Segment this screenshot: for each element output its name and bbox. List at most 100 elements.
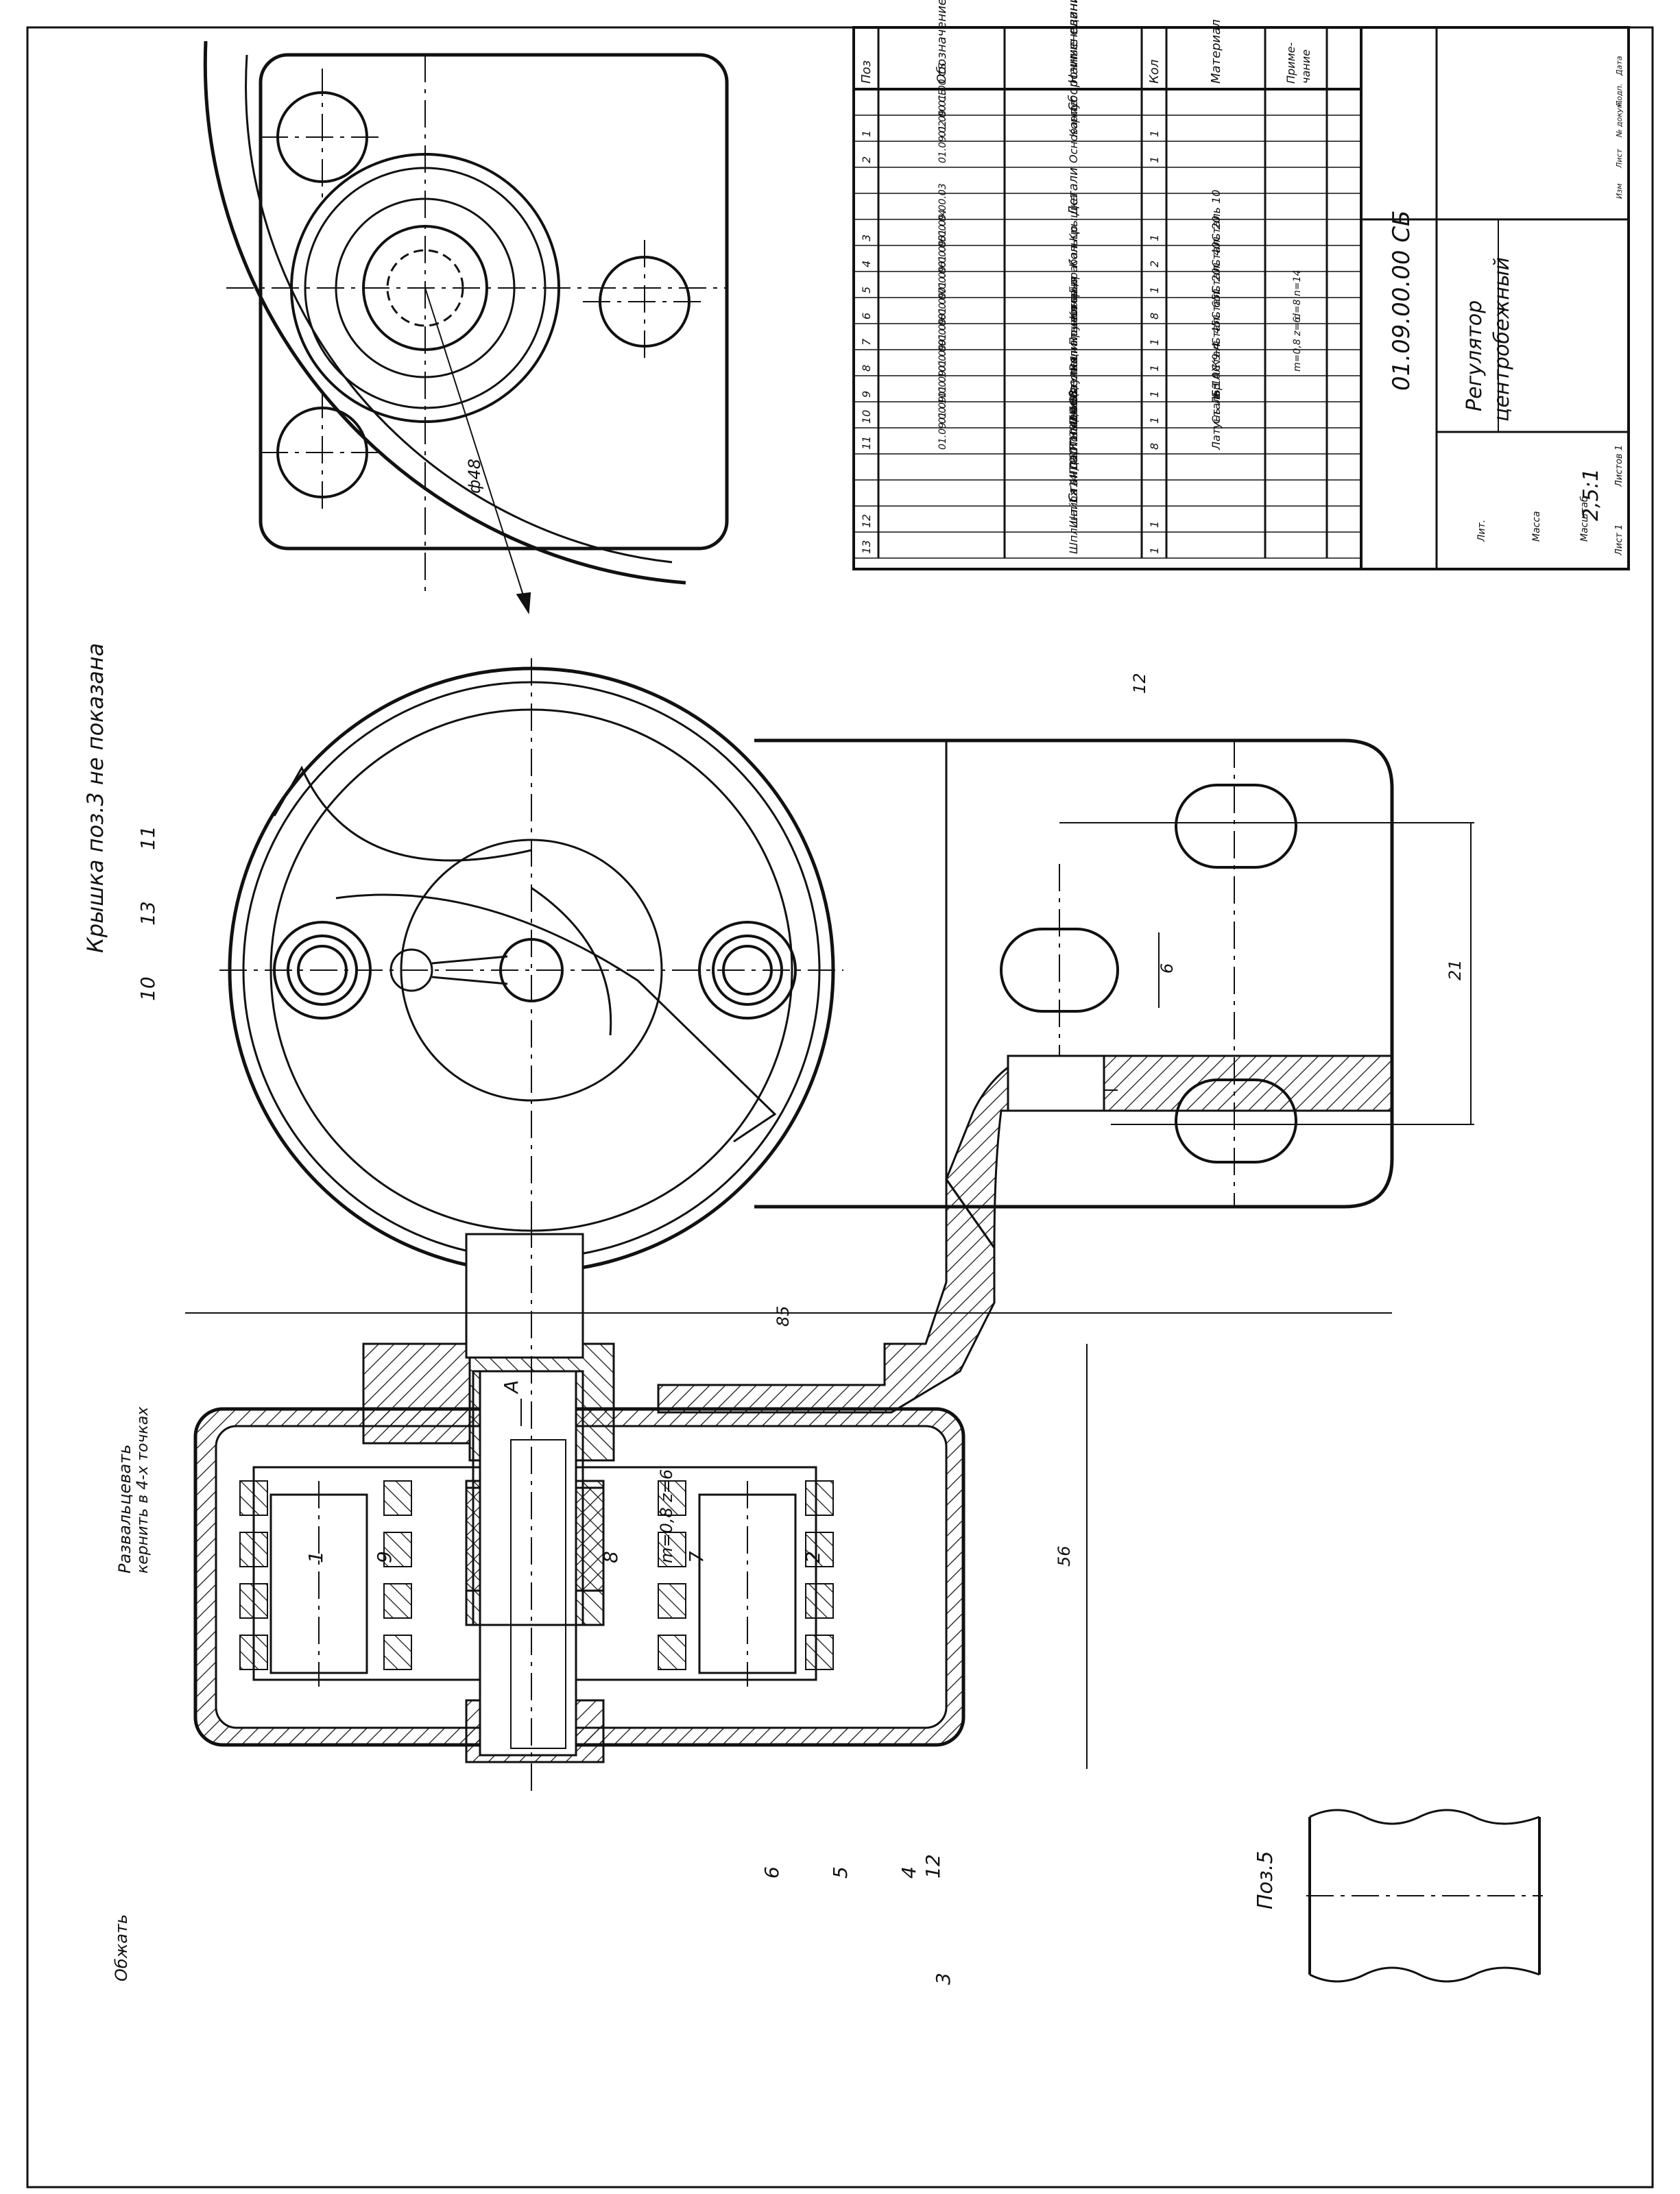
leader-9: 9 bbox=[373, 1551, 396, 1563]
spec-cell-pos: 4 bbox=[860, 261, 873, 267]
spec-section-details: Детали bbox=[1066, 167, 1081, 216]
title-sign-label: Подп. bbox=[1615, 84, 1624, 106]
spec-cell-pos: 6 bbox=[860, 313, 873, 320]
razvalts-label-2: кернить в 4-х точках bbox=[134, 1406, 152, 1574]
spec-cell-qty: 1 bbox=[1148, 339, 1161, 346]
spec-cell-name: Шплинт 1×14 ГОСТ 397-66 bbox=[1067, 399, 1080, 554]
spec-cell-code: 01.09.00.04 bbox=[937, 209, 948, 267]
title-scale-label: Масштаб bbox=[1579, 496, 1590, 542]
spec-cell-material: Сталь 65Г bbox=[1210, 287, 1223, 346]
spec-cell-qty: 1 bbox=[1148, 287, 1161, 293]
spec-cell-code: 01.09.00.07 bbox=[937, 287, 948, 346]
leader-1: 1 bbox=[304, 1551, 327, 1563]
spec-cell-pos: 1 bbox=[860, 130, 873, 137]
spec-header-note-1: Приме- bbox=[1284, 43, 1297, 84]
spec-cell-code: 01.09.01.00 СБ bbox=[937, 63, 948, 137]
spec-cell-pos: 2 bbox=[860, 156, 873, 163]
spec-cell-note: d=8 n=14 bbox=[1292, 270, 1303, 320]
spec-header-code: Обозначение bbox=[935, 0, 949, 84]
spec-cell-qty: 1 bbox=[1148, 547, 1161, 554]
spec-section-assembly: Сборочные единицы bbox=[1066, 0, 1081, 111]
leader-12: 12 bbox=[922, 1854, 944, 1879]
spec-header-note-2: чание bbox=[1299, 49, 1312, 84]
middle-view bbox=[219, 658, 1474, 1282]
leader-3: 3 bbox=[932, 1973, 955, 1985]
obzhat-label: Обжать bbox=[112, 1914, 131, 1981]
spec-cell-material: Сталь 10 bbox=[1210, 372, 1223, 424]
title-mass-label: Масса bbox=[1531, 511, 1542, 542]
spec-cell-material: Латунь Л63 bbox=[1210, 383, 1223, 450]
spec-cell-name: Шайба 4 ГОСТ 10450-68 bbox=[1067, 389, 1080, 528]
spec-cell-name: Основание bbox=[1067, 100, 1080, 163]
spec-cell-qty: 1 bbox=[1148, 130, 1161, 137]
title-designation: 01.09.00.00 СБ bbox=[1388, 210, 1415, 391]
spec-cell-name: Втулка bbox=[1067, 357, 1080, 398]
spec-cell-qty: 8 bbox=[1148, 443, 1161, 450]
spec-header-material: Материал bbox=[1209, 19, 1223, 84]
spec-cell-material: Сталь 10 bbox=[1210, 190, 1223, 241]
spec-cell-material: Сталь 40 bbox=[1210, 242, 1223, 293]
spec-cell-pos: 10 bbox=[860, 410, 873, 424]
spec-cell-qty: 1 bbox=[1148, 156, 1161, 163]
spec-grid-lines bbox=[852, 26, 1630, 570]
spec-cell-pos: 12 bbox=[860, 514, 873, 528]
leader-10: 10 bbox=[136, 976, 159, 1001]
dim-6: 6 bbox=[1157, 963, 1177, 974]
title-sheet-label: Лист 1 bbox=[1614, 525, 1624, 556]
title-sign-label: Дата bbox=[1615, 56, 1624, 76]
spec-cell-qty: 1 bbox=[1148, 234, 1161, 241]
spec-cell-code: 01.09.00.03 bbox=[937, 183, 948, 241]
title-scale-value: 2,5:1 bbox=[1579, 468, 1603, 521]
section-view bbox=[185, 1054, 1393, 1796]
leader-labels: 1 2 3 4 5 6 7 8 9 10 11 12 13 bbox=[136, 825, 955, 1985]
title-lit-label: Лит. bbox=[1476, 520, 1487, 542]
top-view bbox=[203, 40, 729, 615]
spec-cell-material: Бр АЖ9-4 bbox=[1210, 342, 1223, 398]
spec-cell-code: 01.09.00.08 bbox=[937, 313, 948, 372]
spec-cell-pos: 11 bbox=[860, 436, 873, 450]
spec-cell-qty: 1 bbox=[1148, 521, 1161, 528]
dim-56: 56 bbox=[1055, 1545, 1074, 1567]
poz5-detail bbox=[1306, 1809, 1543, 1983]
title-name-1: Регулятор bbox=[1463, 300, 1487, 411]
leader-13: 13 bbox=[136, 901, 159, 926]
spec-cell-pos: 5 bbox=[860, 287, 873, 293]
leader-7: 7 bbox=[685, 1551, 708, 1563]
title-sheets-label: Листов 1 bbox=[1614, 445, 1624, 487]
title-sign-label: Изм bbox=[1615, 184, 1624, 199]
leader-8: 8 bbox=[599, 1551, 622, 1563]
spec-cell-pos: 7 bbox=[860, 338, 873, 346]
spec-cell-name: Барабан bbox=[1067, 245, 1080, 293]
spec-cell-name: Шайба специальная bbox=[1067, 306, 1080, 424]
spec-cell-name: Валик-шестерня bbox=[1067, 276, 1080, 372]
spec-cell-name: Кольцо bbox=[1067, 225, 1080, 267]
spec-cell-name: Крышка bbox=[1067, 195, 1080, 241]
spec-cell-qty: 8 bbox=[1148, 313, 1161, 320]
leader-5: 5 bbox=[829, 1866, 852, 1879]
dim-d48: ф48 bbox=[465, 459, 484, 494]
spec-cell-code: 01.09.00.11 bbox=[937, 391, 948, 450]
spec-cell-code: 01.09.00.09 bbox=[937, 339, 948, 398]
leader-4: 4 bbox=[898, 1866, 920, 1879]
spec-cell-material: Сталь 20 bbox=[1210, 268, 1223, 320]
leader-11: 11 bbox=[136, 825, 159, 850]
spec-cell-name: Колодка bbox=[1067, 400, 1080, 450]
title-name-2: центробежный bbox=[1490, 257, 1514, 422]
spec-cell-pos: 13 bbox=[860, 540, 873, 554]
spec-cell-pos: 8 bbox=[860, 365, 873, 372]
spec-header-pos: Поз bbox=[859, 60, 874, 84]
spec-cell-name: Корпус bbox=[1067, 96, 1080, 137]
spec-cell-name: Кольцо bbox=[1067, 277, 1080, 320]
spec-cell-pos: 9 bbox=[860, 391, 873, 398]
spec-cell-qty: 1 bbox=[1148, 365, 1161, 372]
leader-2: 2 bbox=[802, 1551, 824, 1563]
dim-85: 85 bbox=[773, 1305, 793, 1327]
leader-6: 6 bbox=[760, 1866, 783, 1879]
gear-spec-label: m=0,8 z=6 bbox=[657, 1469, 676, 1563]
spec-cell-qty: 2 bbox=[1148, 261, 1161, 267]
spec-cell-pos: 3 bbox=[860, 234, 873, 241]
spec-header-qty: Кол bbox=[1147, 60, 1162, 84]
